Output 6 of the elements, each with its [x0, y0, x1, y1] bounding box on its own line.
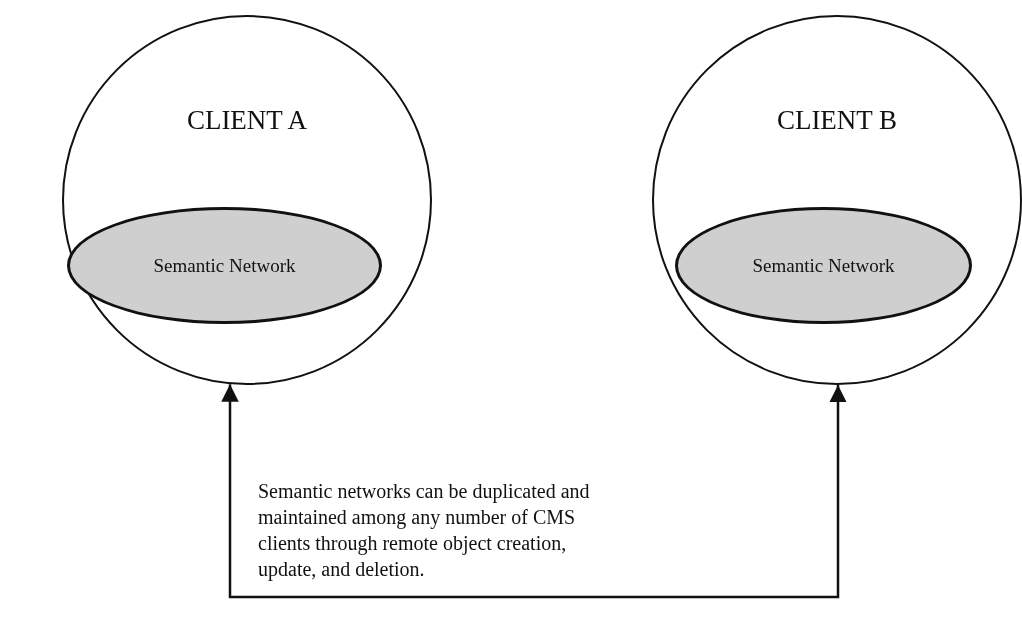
note-text: Semantic networks can be duplicated and maintained among any number of CMS clients through remote object creation, update, and deletion. — [258, 479, 591, 582]
connector-arrow — [221, 384, 847, 599]
node-title: CLIENT A — [185, 105, 309, 136]
node-label: Semantic Network — [752, 254, 895, 277]
node-label: Semantic Network — [153, 254, 296, 277]
node-title: CLIENT B — [775, 105, 899, 136]
